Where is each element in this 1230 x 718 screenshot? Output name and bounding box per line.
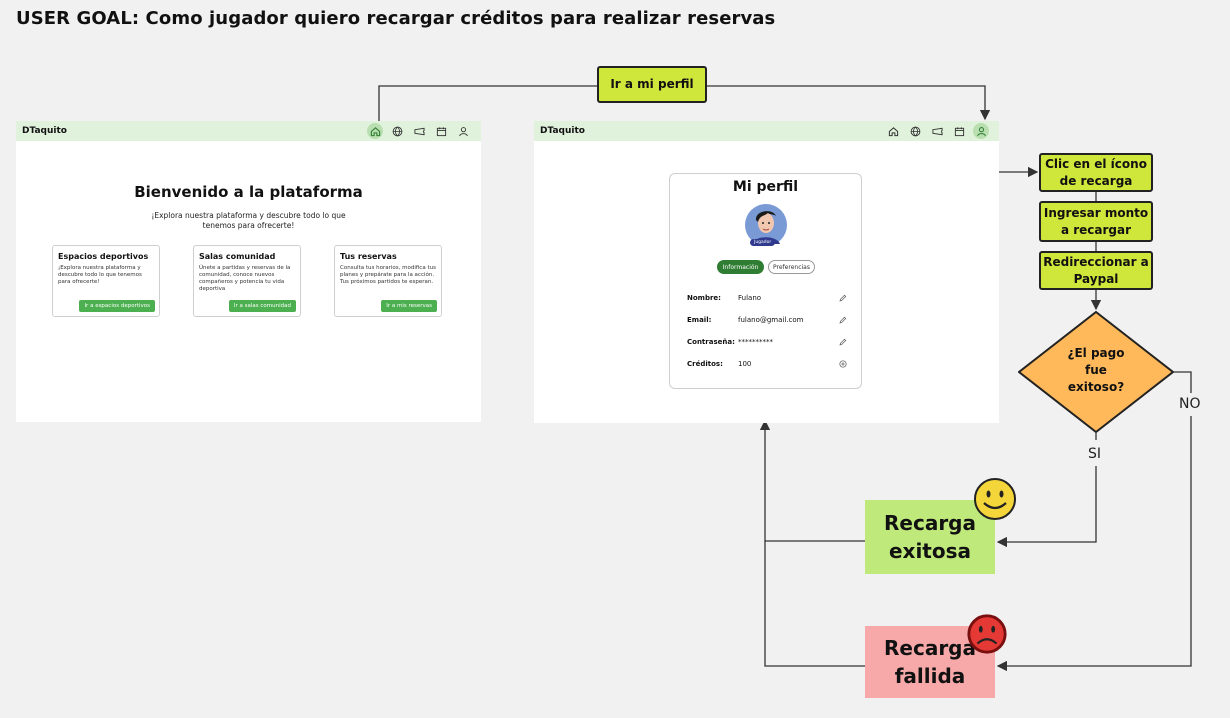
field-label: Créditos: <box>687 360 723 368</box>
card-description: ¡Explora nuestra plataforma y descubre t… <box>58 265 142 285</box>
pencil-icon[interactable] <box>839 316 847 324</box>
profile-nav-icons <box>885 123 989 139</box>
card-title: Tus reservas <box>340 252 397 261</box>
happy-face-icon <box>974 478 1016 520</box>
pencil-icon[interactable] <box>839 294 847 302</box>
card-title: Salas comunidad <box>199 252 276 261</box>
yes-label: SI <box>1088 446 1102 462</box>
card-title: Espacios deportivos <box>58 252 149 261</box>
role-badge: Jugador <box>750 239 776 246</box>
user-icon[interactable] <box>973 123 989 139</box>
tab-preferencias[interactable]: Preferencias <box>768 260 815 274</box>
field-label: Contraseña: <box>687 338 735 346</box>
home-screen: DTaquito Bienvenido a la plataforma ¡Exp… <box>16 121 481 422</box>
edge-success-back <box>759 419 865 542</box>
field-value: 100 <box>738 360 752 368</box>
field-value: Fulano <box>738 294 762 302</box>
card-tus-reservas: Tus reservas Consulta tus horarios, modi… <box>334 245 442 317</box>
home-navbar: DTaquito <box>16 121 481 141</box>
no-label: NO <box>1179 396 1201 412</box>
card-description: Únete a partidas y reservas de la comuni… <box>199 265 291 292</box>
field-label: Nombre: <box>687 294 721 302</box>
field-creditos: Créditos: 100 <box>687 360 847 370</box>
decision-label: ¿El pago fue exitoso? <box>1067 346 1125 394</box>
home-nav-icons <box>367 123 471 139</box>
go-espacios-button[interactable]: Ir a espacios deportivos <box>79 300 155 312</box>
welcome-title: Bienvenido a la plataforma <box>134 183 363 201</box>
user-icon[interactable] <box>455 123 471 139</box>
go-salas-button[interactable]: Ir a salas comunidad <box>228 300 296 312</box>
profile-navbar: DTaquito <box>534 121 999 141</box>
step-redireccionar-paypal: Redireccionar a Paypal <box>1039 251 1153 290</box>
calendar-icon[interactable] <box>433 123 449 139</box>
sad-face-icon <box>967 614 1007 654</box>
welcome-subtitle: ¡Explora nuestra plataforma y descubre t… <box>151 211 346 230</box>
brand-logo: DTaquito <box>540 126 585 136</box>
home-icon[interactable] <box>367 123 383 139</box>
edge-home-to-nav-step <box>378 85 597 122</box>
profile-card: Mi perfil Jugador Información Preferenci… <box>669 173 862 389</box>
step-clic-icono-recarga: Clic en el ícono de recarga <box>1039 153 1153 192</box>
plus-circle-icon[interactable] <box>839 360 847 368</box>
profile-title: Mi perfil <box>732 179 799 195</box>
edge-failure-back <box>764 541 865 667</box>
field-nombre: Nombre: Fulano <box>687 294 847 304</box>
card-salas-comunidad: Salas comunidad Únete a partidas y reser… <box>193 245 301 317</box>
field-value: ********** <box>738 338 773 346</box>
decision-diamond <box>1018 311 1174 433</box>
field-label: Email: <box>687 316 712 324</box>
ticket-icon[interactable] <box>411 123 427 139</box>
pencil-icon[interactable] <box>839 338 847 346</box>
home-icon[interactable] <box>885 123 901 139</box>
globe-icon[interactable] <box>907 123 923 139</box>
step-ir-a-mi-perfil: Ir a mi perfil <box>597 66 707 103</box>
calendar-icon[interactable] <box>951 123 967 139</box>
go-reservas-button[interactable]: Ir a mis reservas <box>381 300 437 312</box>
edge-no-to-failure <box>1174 371 1192 393</box>
card-description: Consulta tus horarios, modifica tus plan… <box>340 265 436 285</box>
globe-icon[interactable] <box>389 123 405 139</box>
ticket-icon[interactable] <box>929 123 945 139</box>
profile-screen: DTaquito Mi perfil Jugador Información P… <box>534 121 999 423</box>
field-value: fulano@gmail.com <box>738 316 804 324</box>
goal-title: USER GOAL: Como jugador quiero recargar … <box>16 8 776 29</box>
field-email: Email: fulano@gmail.com <box>687 316 847 326</box>
brand-logo: DTaquito <box>22 126 67 136</box>
card-espacios-deportivos: Espacios deportivos ¡Explora nuestra pla… <box>52 245 160 317</box>
outcome-recarga-exitosa: Recarga exitosa <box>865 500 995 574</box>
edge-nav-step-to-profile <box>707 85 991 121</box>
step-ingresar-monto: Ingresar monto a recargar <box>1039 201 1153 242</box>
field-contrasena: Contraseña: ********** <box>687 338 847 348</box>
tab-informacion[interactable]: Información <box>717 260 764 274</box>
